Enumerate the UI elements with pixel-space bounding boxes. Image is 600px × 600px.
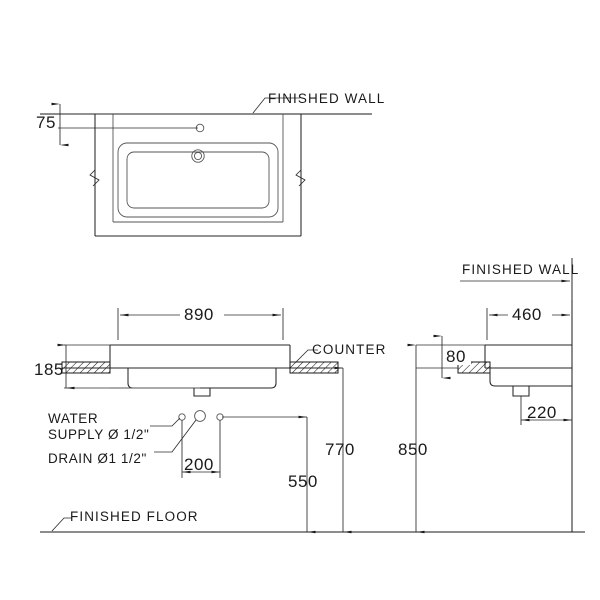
front-dim890-text-bg	[180, 305, 224, 324]
finished-floor-label: FINISHED FLOOR	[70, 509, 199, 524]
front-drain-leader	[154, 419, 197, 453]
front-dim890-text: 890	[184, 305, 214, 324]
side-dim220-text: 220	[527, 403, 557, 422]
finished-floor-leader	[51, 517, 72, 532]
top-dim75-text: 75	[36, 113, 56, 132]
top-finished-wall-label: FINISHED WALL	[268, 91, 385, 106]
front-supply-hole-left-icon	[178, 413, 186, 421]
side-dim80-text-bg	[445, 348, 471, 365]
top-view-group: 75 FINISHED WALL	[36, 91, 385, 237]
front-water-supply-line2: SUPPLY Ø 1/2"	[48, 427, 149, 442]
front-drain-stub-icon	[193, 388, 211, 397]
side-counter-hatch	[457, 361, 491, 374]
top-basin-bowl	[126, 151, 270, 209]
top-basin-outer	[117, 142, 279, 218]
side-elevation-group: FINISHED WALL 460 80 220 850	[398, 258, 579, 534]
front-counter-hatch-right	[289, 361, 339, 374]
top-finished-wall-leader	[252, 97, 300, 114]
front-basin-body	[127, 368, 277, 389]
side-dim460-text-bg	[508, 305, 552, 324]
front-dim550-text: 550	[288, 472, 318, 491]
top-break-line-right-icon	[295, 169, 306, 187]
front-counter-label: COUNTER	[312, 342, 386, 357]
side-dim850-text: 850	[398, 440, 428, 459]
front-water-supply-line1: WATER	[48, 411, 98, 426]
side-dim80-text: 80	[446, 347, 466, 366]
top-break-line-left-icon	[89, 169, 100, 187]
side-drain-stub-icon	[512, 386, 530, 397]
front-elevation-group: COUNTER 890 185 WATER SUPPLY Ø 1/2" DRAI…	[34, 305, 585, 534]
front-drain-note: DRAIN Ø1 1/2"	[48, 451, 147, 466]
front-supply-leader	[150, 417, 181, 427]
front-counter-leader	[295, 349, 318, 363]
side-basin-body	[489, 368, 572, 387]
side-dim460-text: 460	[512, 305, 542, 324]
top-drain-hole-inner-icon	[193, 151, 203, 161]
front-dim200-text: 200	[184, 455, 214, 474]
top-drain-hole-outer-icon	[191, 149, 205, 163]
front-dim770-text: 770	[325, 440, 355, 459]
front-counter-hatch-left	[61, 361, 111, 374]
front-dim185-text: 185	[34, 360, 64, 379]
side-finished-wall-label: FINISHED WALL	[462, 262, 579, 277]
front-drain-hole-icon	[194, 410, 206, 422]
